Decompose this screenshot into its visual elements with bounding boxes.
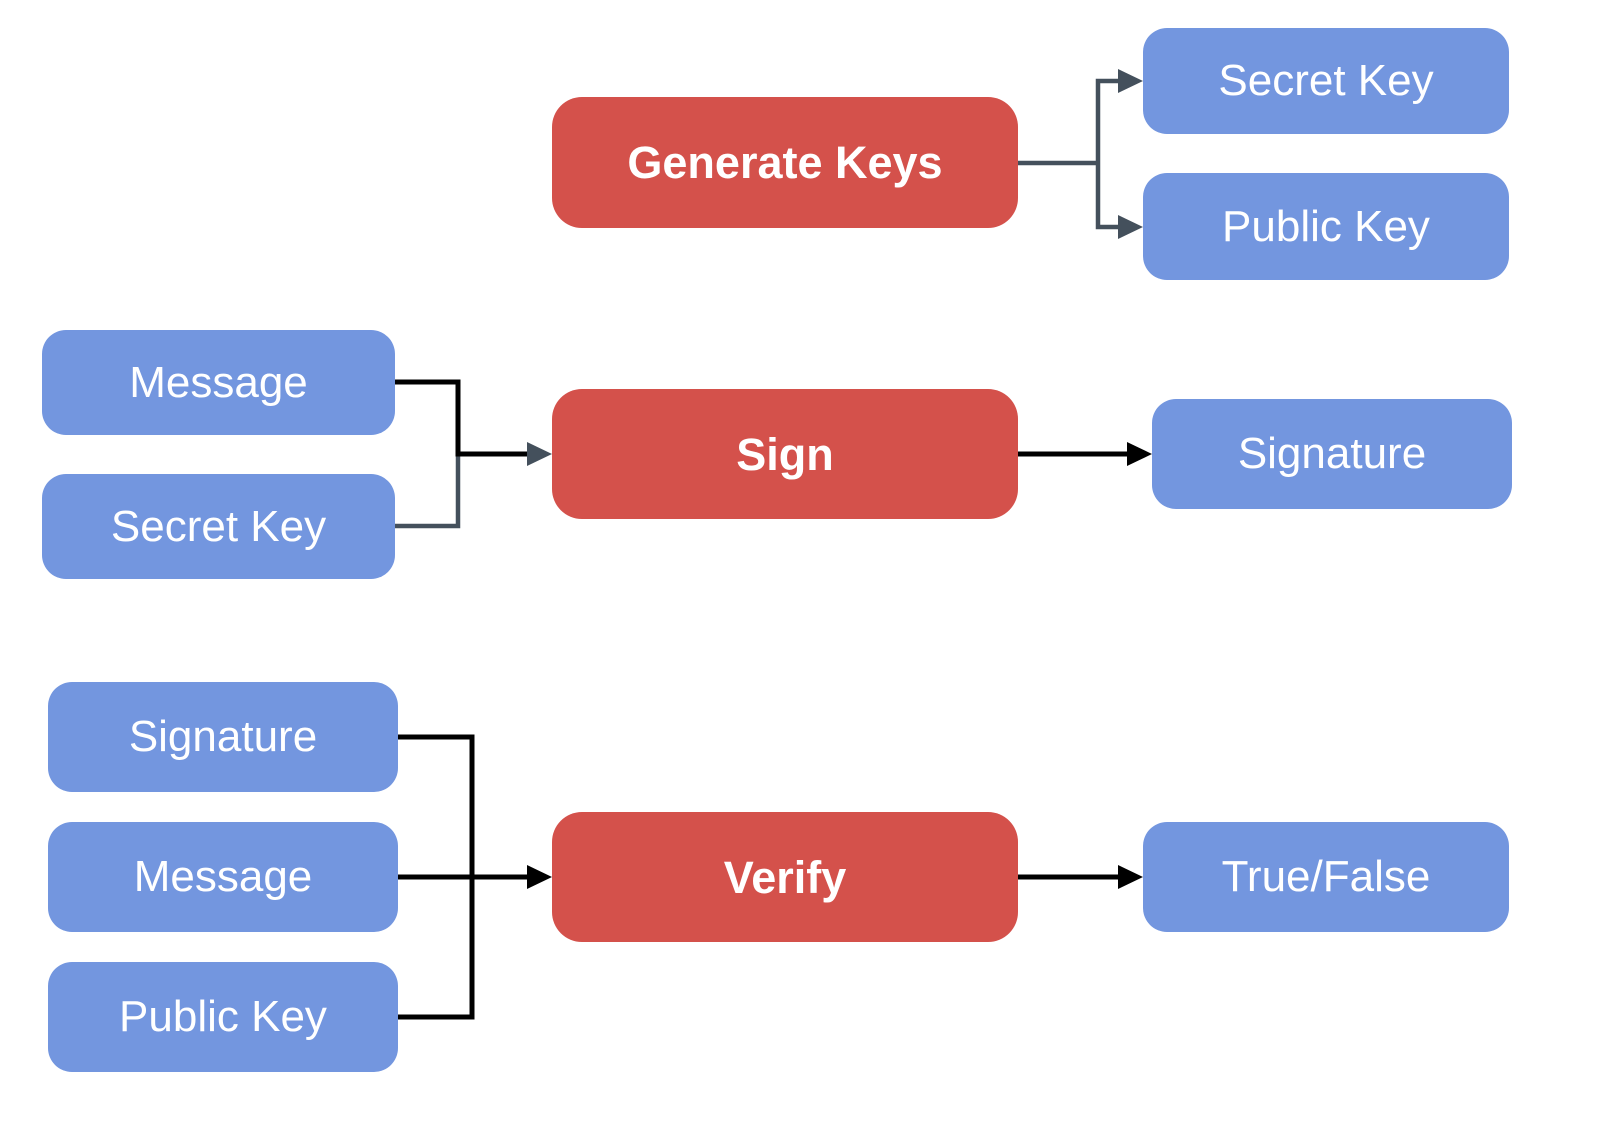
node-signature-output-label: Signature — [1237, 429, 1427, 478]
node-secret-key-output-label: Secret Key — [1218, 56, 1434, 105]
arrowhead-true-false — [1118, 865, 1143, 889]
node-true-false-label: True/False — [1221, 852, 1431, 901]
connector-generate-keys-to-secret-key — [1095, 78, 1121, 163]
connector-signature-to-verify — [398, 734, 475, 877]
node-signature-output: Signature — [1152, 399, 1512, 509]
connector-generate-keys-to-public-key — [1095, 163, 1121, 230]
node-message-sign-input-label: Message — [129, 357, 308, 407]
node-signature-verify-input-label: Signature — [128, 712, 318, 761]
connector-public-key-to-verify — [398, 877, 475, 1020]
arrowhead-secret-key — [1118, 69, 1143, 93]
node-secret-key-sign-input-label: Secret Key — [110, 501, 327, 551]
connector-message-to-sign — [395, 379, 527, 457]
node-verify-label: Verify — [723, 851, 847, 903]
node-secret-key-output: Secret Key — [1143, 28, 1509, 134]
node-verify: Verify — [552, 812, 1018, 942]
node-sign-label: Sign — [736, 428, 834, 480]
node-secret-key-sign-input: Secret Key — [42, 474, 395, 579]
node-generate-keys-label: Generate Keys — [627, 137, 943, 188]
arrowhead-public-key — [1118, 215, 1143, 239]
node-public-key-verify-input-label: Public Key — [119, 992, 327, 1041]
node-message-sign-input: Message — [42, 330, 395, 435]
node-public-key-output-label: Public Key — [1222, 201, 1430, 251]
node-sign: Sign — [552, 389, 1018, 519]
arrowhead-verify — [527, 865, 552, 889]
node-generate-keys: Generate Keys — [552, 97, 1018, 228]
node-true-false: True/False — [1143, 822, 1509, 932]
arrowhead-sign — [527, 442, 552, 466]
connector-secret-key-to-sign — [395, 454, 461, 529]
node-signature-verify-input: Signature — [48, 682, 398, 792]
node-public-key-verify-input: Public Key — [48, 962, 398, 1072]
node-message-verify-input-label: Message — [133, 852, 313, 901]
node-message-verify-input: Message — [48, 822, 398, 932]
arrowhead-signature — [1127, 442, 1152, 466]
node-public-key-output: Public Key — [1143, 173, 1509, 280]
